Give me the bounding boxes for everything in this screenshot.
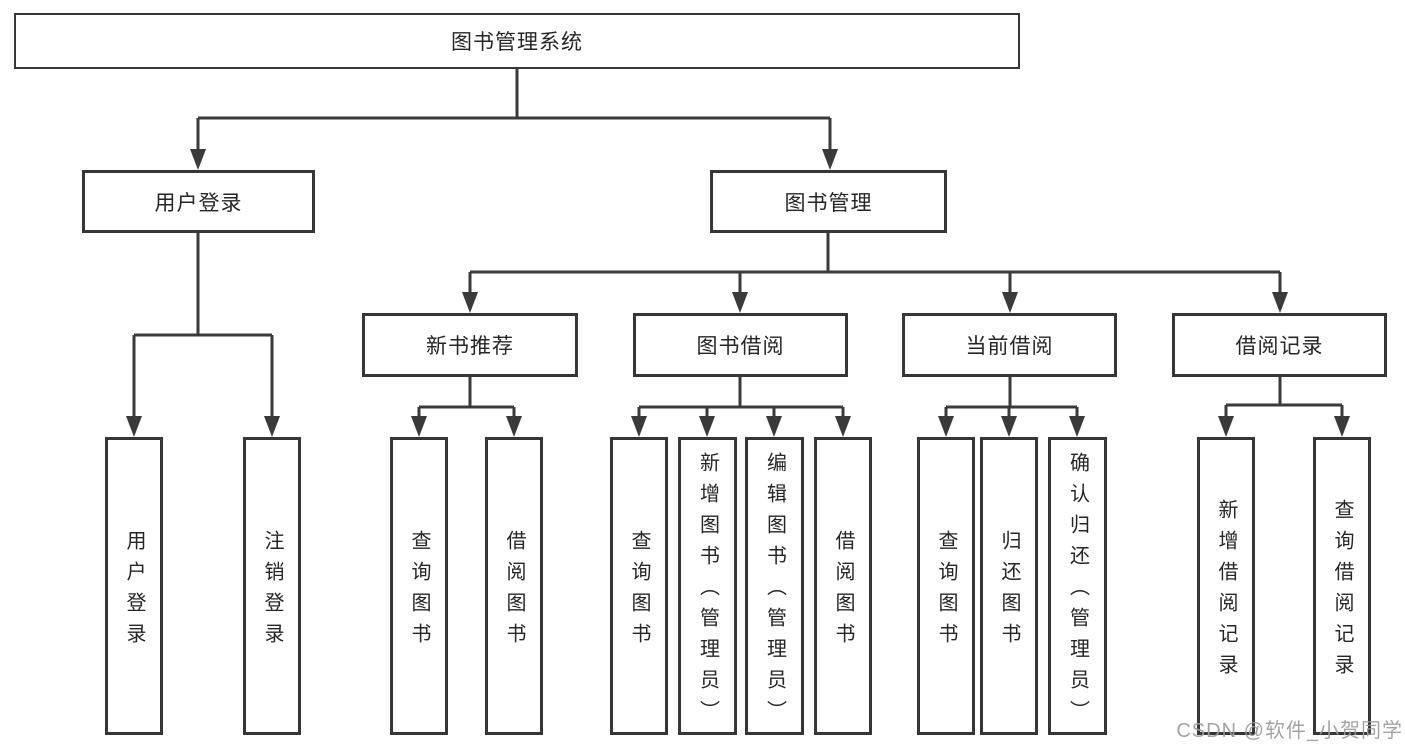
- node-label: 查询图书: [408, 529, 430, 654]
- node-label: 归还图书: [998, 529, 1020, 654]
- node-book-borrow: 图书借阅: [633, 313, 848, 377]
- node-label: 图书借阅: [696, 335, 785, 358]
- node-label: 编辑图书（管理员）: [763, 452, 786, 731]
- leaf-user-login: 用户登录: [105, 437, 163, 735]
- node-label: 注销登录: [261, 529, 283, 654]
- node-label: 查询图书: [935, 529, 957, 654]
- leaf-add-book-admin: 新增图书（管理员）: [678, 437, 737, 735]
- node-borrow-records: 借阅记录: [1172, 313, 1387, 377]
- leaf-borrow-book-recommend: 借阅图书: [485, 437, 543, 735]
- leaf-query-book-borrow: 查询图书: [610, 437, 668, 735]
- node-label: 查询图书: [628, 529, 650, 654]
- node-label: 新增图书（管理员）: [696, 452, 719, 731]
- node-label: 确认归还（管理员）: [1066, 452, 1089, 731]
- node-label: 图书管理: [784, 191, 873, 215]
- node-label: 借阅记录: [1235, 335, 1324, 358]
- leaf-query-book-recommend: 查询图书: [390, 437, 448, 735]
- leaf-query-book-current: 查询图书: [917, 437, 975, 735]
- node-book-management: 图书管理: [710, 170, 947, 233]
- leaf-add-borrow-record: 新增借阅记录: [1197, 437, 1255, 735]
- node-label: 查询借阅记录: [1331, 498, 1353, 685]
- node-new-book-recommend: 新书推荐: [362, 313, 578, 377]
- leaf-edit-book-admin: 编辑图书（管理员）: [745, 437, 804, 735]
- node-label: 新书推荐: [426, 335, 514, 358]
- csdn-watermark: CSDN @软件_小贺同学: [1176, 720, 1403, 742]
- node-label: 借阅图书: [503, 529, 525, 654]
- node-label: 图书管理系统: [451, 31, 583, 54]
- arrowheads: [126, 149, 1350, 437]
- leaf-return-book: 归还图书: [980, 437, 1038, 735]
- node-user-login: 用户登录: [82, 170, 315, 233]
- leaf-borrow-book: 借阅图书: [814, 437, 872, 735]
- node-label: 用户登录: [154, 191, 243, 215]
- node-current-borrow: 当前借阅: [902, 313, 1117, 377]
- node-label: 当前借阅: [965, 335, 1054, 358]
- node-root-system: 图书管理系统: [14, 13, 1020, 69]
- node-label: 新增借阅记录: [1215, 498, 1237, 685]
- leaf-query-borrow-record: 查询借阅记录: [1313, 437, 1371, 735]
- leaf-logout: 注销登录: [243, 437, 301, 735]
- leaf-confirm-return-admin: 确认归还（管理员）: [1048, 437, 1107, 735]
- node-label: 用户登录: [123, 529, 145, 654]
- node-label: 借阅图书: [832, 529, 854, 654]
